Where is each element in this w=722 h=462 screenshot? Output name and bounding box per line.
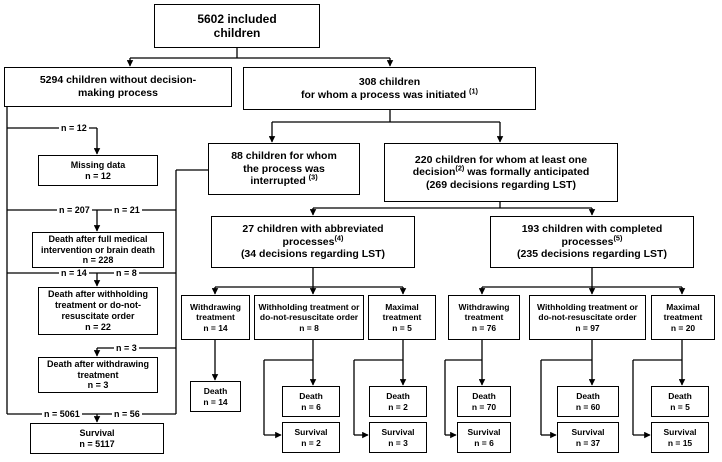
abbr-survival-maximal-box: Survival n = 3 [369,422,427,453]
abbr-withdrawing-box: Withdrawing treatment n = 14 [181,295,250,340]
abbr-death-withdrawing-box: Death n = 14 [190,381,241,412]
comp-death-maximal-box: Death n = 5 [651,386,709,417]
comp-survival-withholding-box: Survival n = 37 [557,422,619,453]
without-decision-box: 5294 children without decision- making p… [4,67,232,107]
completed-processes-box: 193 children with completed processes(5)… [490,216,694,268]
process-interrupted-box: 88 children for whom the process was int… [208,143,360,195]
label-n-21: n = 21 [112,205,142,215]
label-n-8: n = 8 [114,268,139,278]
included-children-box: 5602 included children [154,4,320,48]
comp-maximal-box: Maximal treatment n = 20 [651,295,715,340]
abbreviated-processes-box: 27 children with abbreviated processes(4… [211,216,415,268]
abbr-death-maximal-box: Death n = 2 [369,386,427,417]
process-initiated-box: 308 children for whom a process was init… [243,67,536,110]
abbr-withholding-box: Withholding treatment or do-not-resuscit… [254,295,364,340]
label-n-3: n = 3 [114,343,139,353]
abbr-maximal-box: Maximal treatment n = 5 [368,295,436,340]
comp-death-withdrawing-box: Death n = 70 [457,386,511,417]
missing-data-box: Missing data n = 12 [38,155,158,186]
label-n-12: n = 12 [59,123,89,133]
label-n-5061: n = 5061 [42,409,82,419]
comp-survival-maximal-box: Survival n = 15 [651,422,709,453]
death-withdrawing-box: Death after withdrawing treatment n = 3 [38,357,158,393]
label-n-56: n = 56 [112,409,142,419]
comp-death-withholding-box: Death n = 60 [557,386,619,417]
label-n-207: n = 207 [57,205,92,215]
comp-withholding-box: Withholding treatment or do-not-resuscit… [529,295,646,340]
survival-box: Survival n = 5117 [30,423,164,454]
comp-withdrawing-box: Withdrawing treatment n = 76 [448,295,520,340]
abbr-survival-withholding-box: Survival n = 2 [282,422,340,453]
decision-anticipated-box: 220 children for whom at least one decis… [384,143,618,202]
death-full-medical-box: Death after full medical intervention or… [32,232,164,268]
abbr-death-withholding-box: Death n = 6 [282,386,340,417]
death-withholding-box: Death after withholding treatment or do-… [38,287,158,335]
comp-survival-withdrawing-box: Survival n = 6 [457,422,511,453]
label-n-14: n = 14 [59,268,89,278]
